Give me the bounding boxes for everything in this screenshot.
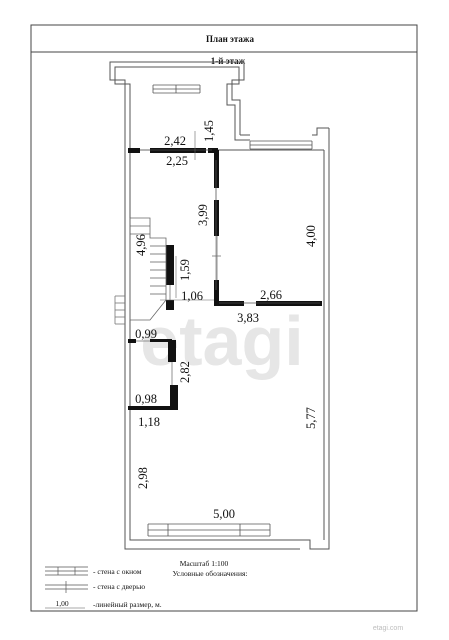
floor-title: 1-й этаж	[211, 56, 246, 66]
plan-title: План этажа	[206, 34, 254, 44]
legend-door-label: - стена с дверью	[93, 582, 146, 591]
bottom-window	[147, 523, 271, 537]
dim-0-99: 0,99	[135, 327, 157, 341]
staircase	[129, 217, 167, 321]
dim-0-98: 0,98	[135, 392, 157, 406]
dim-2-42: 2,42	[164, 134, 186, 148]
entrance-marks	[114, 295, 125, 325]
dim-1-18: 1,18	[138, 415, 160, 429]
dim-3-83: 3,83	[237, 311, 259, 325]
dim-3-99: 3,99	[196, 204, 210, 226]
dim-4-96: 4,96	[134, 234, 148, 256]
top-window	[152, 84, 201, 94]
dim-1-45: 1,45	[202, 120, 216, 142]
sheet-frame	[30, 24, 418, 612]
dim-1-59: 1,59	[178, 259, 192, 281]
interior-walls	[128, 148, 322, 410]
dim-2-98: 2,98	[136, 467, 150, 489]
legend-dim-label: -линейный размер, м.	[93, 600, 162, 609]
dim-2-66: 2,66	[260, 288, 282, 302]
legend-window-symbol	[45, 566, 88, 576]
dim-2-82: 2,82	[178, 361, 192, 383]
dimension-lines	[140, 131, 320, 304]
legend: Масштаб 1:100 Условные обозначения: - ст…	[45, 559, 248, 609]
legend-dim-sample: 1,00	[55, 599, 68, 608]
brand-mark: etagi.com	[373, 625, 404, 632]
scale-label: Масштаб 1:100	[180, 559, 229, 568]
legend-heading: Условные обозначения:	[172, 569, 247, 578]
dim-4-00: 4,00	[304, 225, 318, 247]
legend-door-symbol	[45, 581, 88, 593]
dim-5-77: 5,77	[304, 407, 318, 429]
dim-5-00: 5,00	[213, 507, 235, 521]
dim-2-25: 2,25	[166, 154, 188, 168]
dim-1-06: 1,06	[181, 289, 203, 303]
legend-window-label: - стена с окном	[93, 567, 142, 576]
right-top-window	[249, 140, 313, 150]
